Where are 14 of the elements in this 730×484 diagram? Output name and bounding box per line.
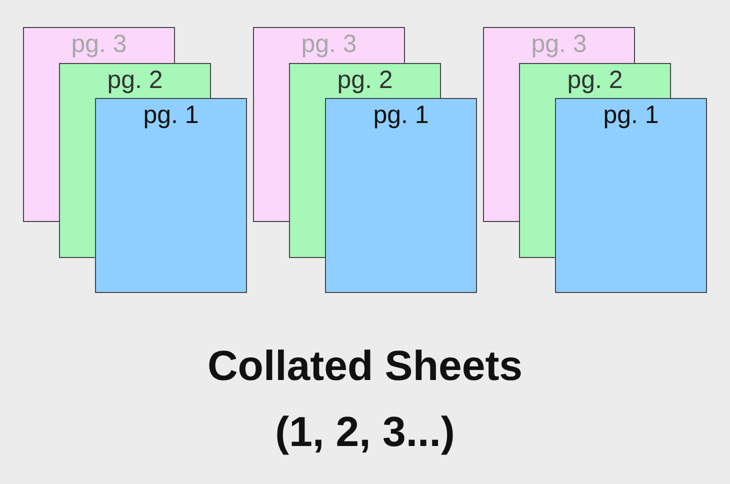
page-sheet xyxy=(555,98,707,293)
caption: (1, 2, 3...) xyxy=(274,408,456,456)
page-label: pg. 2 xyxy=(566,66,624,94)
page-label: pg. 3 xyxy=(530,30,588,58)
page-sheet xyxy=(325,98,477,293)
page-label: pg. 3 xyxy=(70,30,128,58)
page-label: pg. 2 xyxy=(336,66,394,94)
page-label: pg. 1 xyxy=(602,101,660,129)
page-sheet xyxy=(95,98,247,293)
page-label: pg. 1 xyxy=(372,101,430,129)
page-label: pg. 3 xyxy=(300,30,358,58)
title: Collated Sheets xyxy=(206,342,524,390)
page-label: pg. 1 xyxy=(142,101,200,129)
page-label: pg. 2 xyxy=(106,66,164,94)
